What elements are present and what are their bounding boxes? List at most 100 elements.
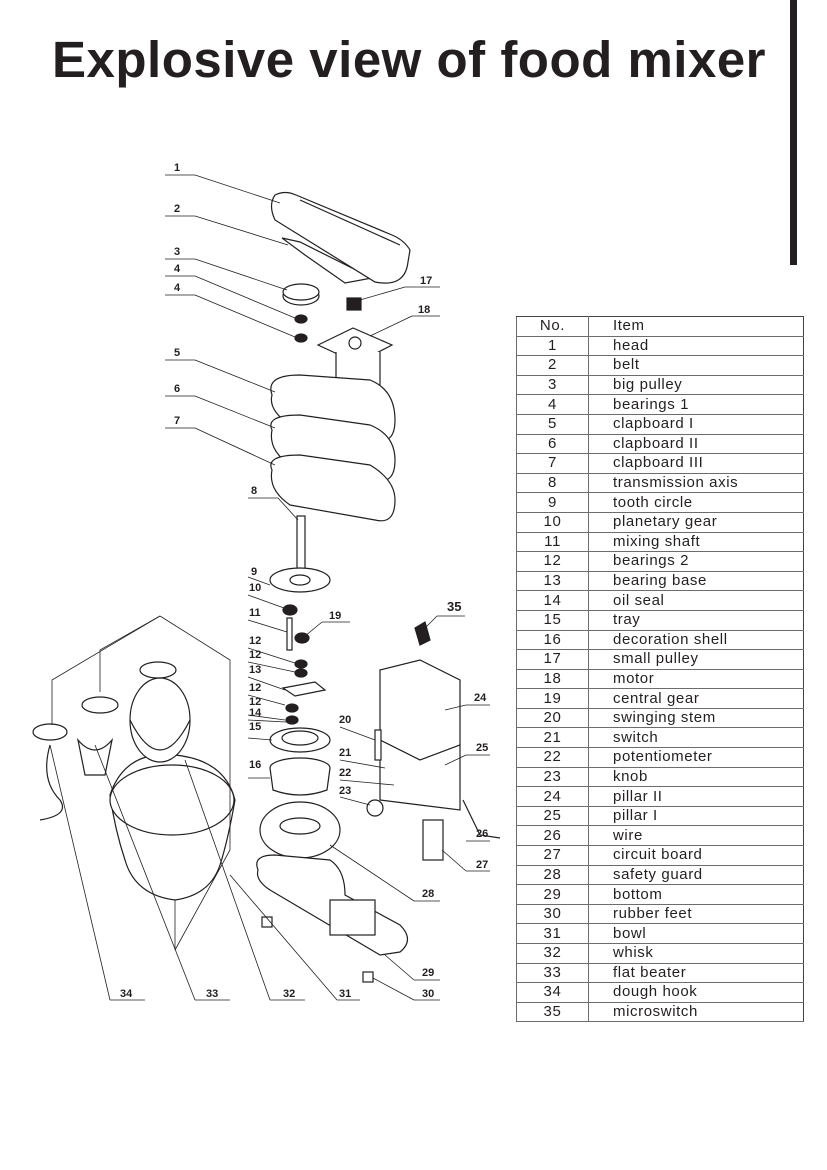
part-name: bottom: [588, 884, 804, 905]
flat-beater-part: [81, 696, 119, 714]
pillar-ii-part: [379, 659, 461, 761]
part-number: 18: [516, 668, 589, 690]
callout-label: 32: [283, 988, 295, 1000]
part-name: mixing shaft: [588, 531, 804, 553]
part-name: switch: [588, 727, 804, 749]
part-number: 31: [516, 923, 589, 944]
callout-label: 28: [422, 888, 434, 900]
part-number: 13: [516, 570, 589, 592]
callout-label: 24: [474, 692, 487, 704]
callout-label: 27: [476, 859, 488, 871]
callout-label: 31: [339, 988, 351, 1000]
callout-label: 7: [174, 415, 180, 427]
callout-label: 23: [339, 785, 351, 797]
head-part: [281, 237, 374, 284]
part-name: head: [588, 335, 804, 357]
callout-label: 8: [251, 485, 257, 497]
part-number: 6: [516, 433, 589, 455]
part-number: 12: [516, 551, 589, 572]
part-name: whisk: [588, 943, 804, 964]
part-number: 21: [516, 727, 589, 749]
part-name: motor: [588, 668, 804, 690]
callout-label: 14: [249, 707, 262, 719]
callout-label: 34: [120, 988, 133, 1000]
callout-label: 10: [249, 582, 261, 594]
callout-label: 19: [329, 610, 341, 622]
part-number: 4: [516, 394, 589, 415]
part-number: 28: [516, 864, 589, 886]
callout-label: 22: [339, 767, 351, 779]
part-number: 24: [516, 786, 589, 807]
part-name: clapboard II: [588, 433, 804, 455]
part-number: 34: [516, 982, 589, 1003]
part-name: bowl: [588, 923, 804, 944]
part-number: 2: [516, 355, 589, 376]
part-name: tooth circle: [588, 492, 804, 513]
part-number: 26: [516, 825, 589, 847]
page-title: Explosive view of food mixer: [52, 31, 767, 88]
part-number: 25: [516, 805, 589, 827]
part-name: central gear: [588, 688, 804, 709]
callout-label: 26: [476, 828, 488, 840]
table-header-row: No. Item: [516, 316, 804, 337]
callout-label: 6: [174, 383, 180, 395]
dough-hook-part: [32, 723, 68, 741]
callout-label: 16: [249, 759, 261, 771]
callout-label: 9: [251, 566, 257, 578]
part-number: 17: [516, 649, 589, 670]
part-name: pillar I: [588, 805, 804, 827]
part-name: flat beater: [588, 962, 804, 984]
callout-label: 4: [174, 282, 181, 294]
callout-label: 20: [339, 714, 351, 726]
part-name: bearing base: [588, 570, 804, 592]
callout-label: 29: [422, 967, 434, 979]
callout-label: 3: [174, 246, 180, 258]
part-number: 32: [516, 943, 589, 964]
part-number: 20: [516, 707, 589, 729]
column-header-item: Item: [588, 316, 804, 337]
part-number: 14: [516, 590, 589, 611]
callout-label: 17: [420, 275, 432, 287]
part-number: 23: [516, 766, 589, 788]
part-number: 10: [516, 511, 589, 533]
part-number: 9: [516, 492, 589, 513]
part-name: decoration shell: [588, 629, 804, 651]
part-name: tray: [588, 609, 804, 631]
callout-label: 2: [174, 203, 180, 215]
part-number: 30: [516, 903, 589, 925]
part-number: 16: [516, 629, 589, 651]
edge-bar: [790, 0, 797, 265]
part-name: safety guard: [588, 864, 804, 886]
head-part: [270, 191, 411, 284]
part-number: 8: [516, 472, 589, 494]
callout-label: 1: [174, 162, 180, 174]
callout-label: 12: [249, 635, 261, 647]
part-name: transmission axis: [588, 472, 804, 494]
part-name: knob: [588, 766, 804, 788]
callout-label: 4: [174, 263, 181, 275]
